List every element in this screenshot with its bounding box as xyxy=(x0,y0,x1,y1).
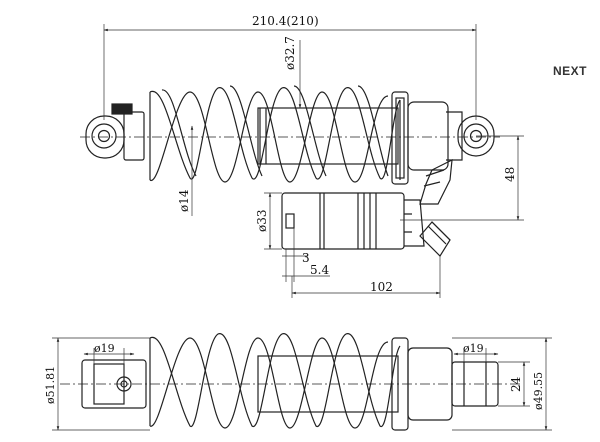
dim-body-dia: ø33 xyxy=(255,210,269,233)
reservoir xyxy=(281,192,451,257)
right-bushing xyxy=(451,361,499,407)
dim-stroke-height: 48 xyxy=(503,167,517,182)
dimension-labels: 210.4(210) ø32.7 48 ø14 ø33 3 5.4 102 ø1… xyxy=(44,14,545,410)
dim-reservoir-length: 102 xyxy=(370,280,393,294)
top-spring xyxy=(149,85,401,183)
next-button[interactable]: NEXT xyxy=(552,64,587,78)
piggyback-arm xyxy=(419,158,453,205)
dim-spring-dia: ø32.7 xyxy=(283,36,297,70)
top-view xyxy=(80,85,500,257)
left-bushing xyxy=(81,359,147,409)
dim-overall-length: 210.4(210) xyxy=(252,14,319,28)
dim-eye-left-dia: ø19 xyxy=(94,342,115,355)
bottom-spring xyxy=(149,333,401,429)
dim-eye-right-dia: ø19 xyxy=(463,342,484,355)
top-body-cylinder xyxy=(257,107,399,165)
dim-gap-b: 5.4 xyxy=(310,263,329,277)
dim-shaft-dia: ø14 xyxy=(177,189,191,212)
dim-outer-right: ø49.55 xyxy=(532,372,545,410)
dim-bushing-width: 24 xyxy=(509,376,523,392)
left-eye-mount xyxy=(85,103,145,161)
top-collar xyxy=(391,91,449,185)
dimension-lines xyxy=(52,24,552,431)
valve-cap xyxy=(419,221,451,257)
dim-gap-a: 3 xyxy=(302,251,310,265)
bottom-view xyxy=(60,333,520,431)
dim-outer-left: ø51.81 xyxy=(44,366,57,404)
